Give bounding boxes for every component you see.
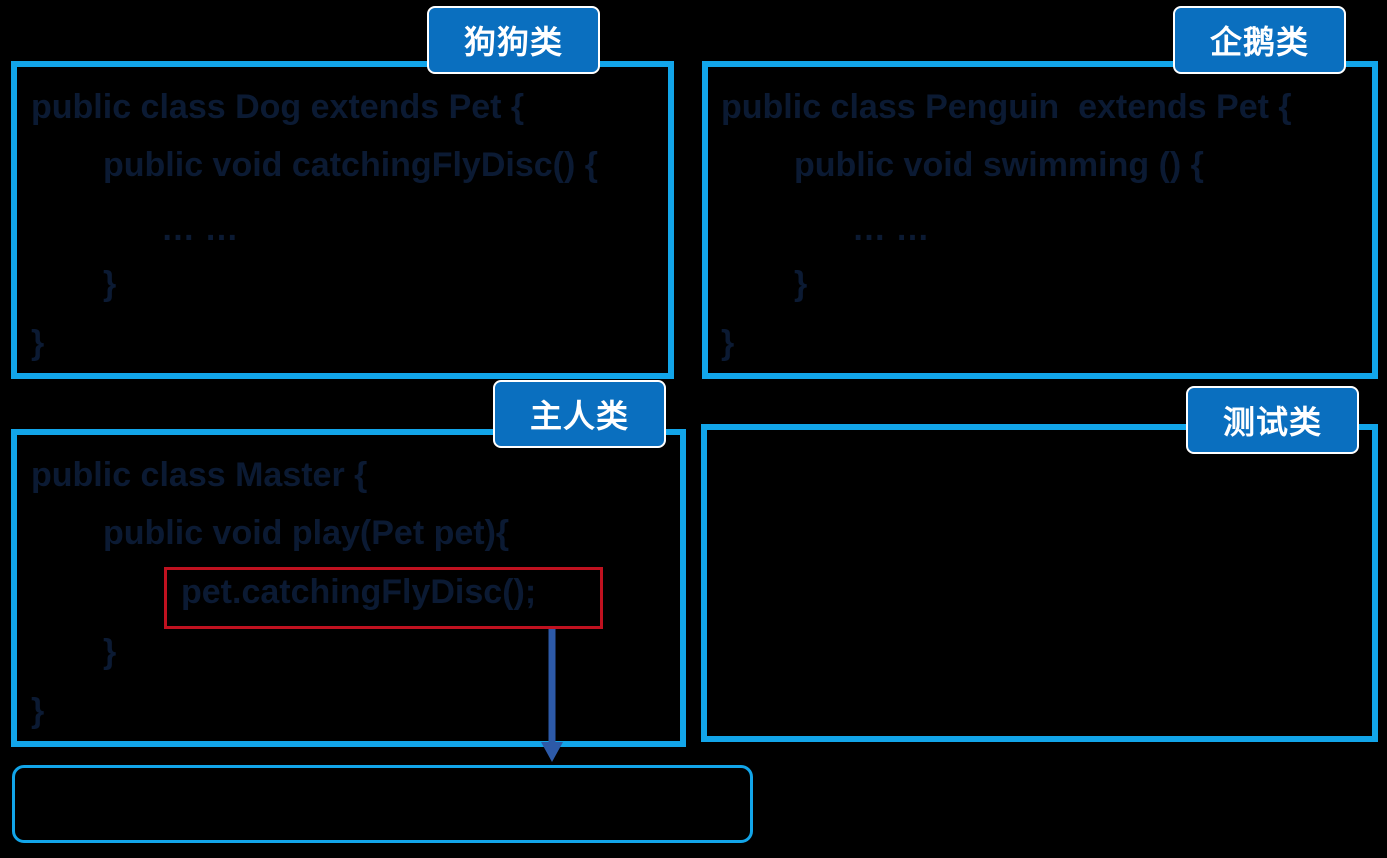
master-class-tag: 主人类 bbox=[493, 380, 666, 448]
penguin-class-tag: 企鹅类 bbox=[1173, 6, 1346, 74]
dog-method-close-brace: } bbox=[103, 265, 117, 303]
master-class-declaration: public class Master { bbox=[31, 456, 368, 494]
dog-method-body-ellipsis: … … bbox=[161, 210, 239, 248]
penguin-method-body-ellipsis: … … bbox=[852, 210, 930, 248]
output-box bbox=[12, 765, 753, 843]
penguin-class-declaration: public class Penguin extends Pet { bbox=[721, 88, 1292, 126]
penguin-class-panel: public class Penguin extends Pet { publi… bbox=[702, 61, 1378, 379]
dog-class-declaration: public class Dog extends Pet { bbox=[31, 88, 525, 126]
arrow-head bbox=[541, 742, 563, 762]
master-class-close-brace: } bbox=[31, 692, 45, 730]
penguin-method-declaration: public void swimming () { bbox=[794, 146, 1204, 184]
master-class-panel: public class Master { public void play(P… bbox=[11, 429, 686, 747]
test-class-panel bbox=[701, 424, 1378, 742]
penguin-class-close-brace: } bbox=[721, 324, 735, 362]
penguin-method-close-brace: } bbox=[794, 265, 808, 303]
dog-class-tag: 狗狗类 bbox=[427, 6, 600, 74]
master-method-call: pet.catchingFlyDisc(); bbox=[181, 573, 537, 611]
test-class-tag: 测试类 bbox=[1186, 386, 1359, 454]
dog-method-declaration: public void catchingFlyDisc() { bbox=[103, 146, 598, 184]
dog-class-close-brace: } bbox=[31, 324, 45, 362]
dog-class-panel: public class Dog extends Pet { public vo… bbox=[11, 61, 674, 379]
method-call-highlight bbox=[164, 567, 603, 629]
master-method-declaration: public void play(Pet pet){ bbox=[103, 514, 510, 552]
master-method-close-brace: } bbox=[103, 633, 117, 671]
